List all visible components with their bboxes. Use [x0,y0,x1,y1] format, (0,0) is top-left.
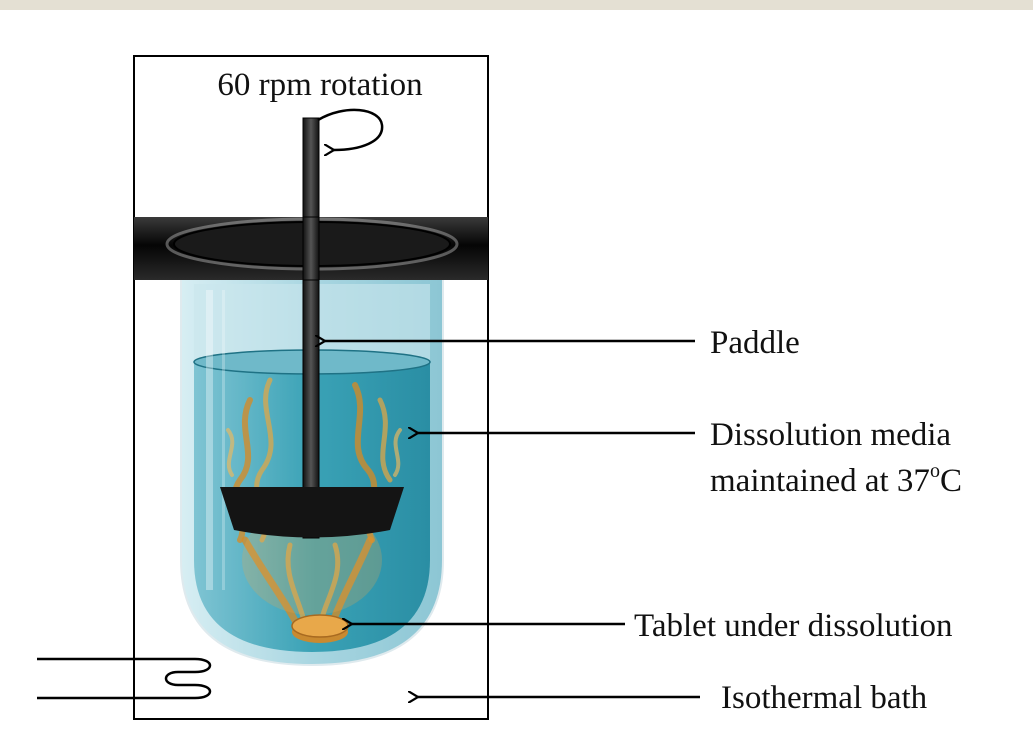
media-label-text: maintained at 37 [710,463,930,499]
tablet [291,614,349,643]
rotation-label: 60 rpm rotation [217,67,422,103]
paddle-shaft [302,117,320,539]
media-degree-symbol: o [930,460,940,482]
paddle-label: Paddle [710,325,800,361]
media-unit: C [940,463,962,499]
top-band [0,0,1033,10]
heater-coil [37,657,212,700]
media-label-line2: maintained at 37oC [710,460,962,499]
glass-highlight [206,290,213,590]
bath-label: Isothermal bath [721,680,928,716]
media-label-line1: Dissolution media [710,417,951,453]
paddle-shaft-through-ring [302,216,320,281]
glass-highlight-2 [222,290,225,590]
paddle-blade [220,487,404,538]
tablet-label: Tablet under dissolution [634,608,952,644]
rotation-arrow [317,108,384,150]
